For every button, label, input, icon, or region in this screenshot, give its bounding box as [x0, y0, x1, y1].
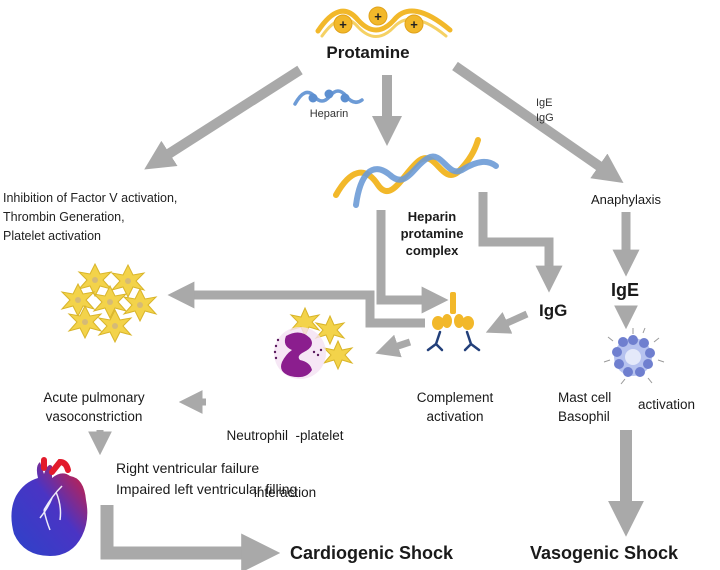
arrow-complement-to-platelets [167, 281, 425, 328]
anaphylaxis-label: Anaphylaxis [590, 192, 662, 207]
heparin-label: Heparin [309, 108, 349, 120]
complex-line-2: protamine [400, 226, 464, 241]
arrow-protamine-to-anaphylaxis [452, 61, 624, 183]
arrow-cardiac-to-cardiogenic-shock [100, 505, 281, 570]
cardiac-effects-label: Right ventricular failure Impaired left … [116, 458, 297, 500]
cardiac-line-2: Impaired left ventricular filling [116, 481, 298, 497]
mast-line-1: Mast cell [558, 390, 612, 405]
complement-activation-label: Complement activation [400, 388, 510, 426]
igg-text: IgG [536, 112, 554, 125]
coag-effect-1: Inhibition of Factor V activation, [3, 191, 178, 205]
coag-effect-3: Platelet activation [3, 229, 101, 243]
arrow-complex-to-complement [376, 210, 449, 314]
igg-label: IgG [539, 301, 568, 320]
cardiac-line-1: Right ventricular failure [116, 460, 260, 476]
pulmonary-line-2: vasoconstriction [45, 409, 143, 424]
pulmonary-line-1: Acute pulmonary [43, 390, 145, 405]
neutrophil-line-2: interaction [253, 485, 317, 500]
ige-text: IgE [536, 97, 553, 109]
protamine-label: Protamine [326, 43, 410, 62]
complex-line-1: Heparin [407, 209, 457, 224]
complement-line-1: Complement [416, 390, 494, 405]
cardiogenic-shock-label: Cardiogenic Shock [290, 543, 454, 563]
vasogenic-shock-label: Vasogenic Shock [530, 543, 679, 563]
arrow-igg-to-complement [485, 310, 529, 334]
pulmonary-vasoconstriction-label: Acute pulmonary vasoconstriction [14, 388, 174, 426]
mast-line-2: Basophil [558, 409, 610, 424]
ige-label: IgE [611, 280, 640, 300]
coagulation-effects-label: Inhibition of Factor V activation, Throm… [3, 189, 177, 246]
arrow-complement-to-neutrophil [375, 334, 412, 358]
neutrophil-line-1: Neutrophil -platelet [226, 428, 344, 443]
complement-line-2: activation [426, 409, 484, 424]
complex-line-3: complex [405, 243, 459, 258]
mast-cell-basophil-label: Mast cell Basophil [558, 388, 611, 426]
ige-igg-label: IgE IgG [536, 97, 554, 125]
arrow-protamine-to-coagulation [144, 65, 303, 170]
complex-label: Heparin protamine complex [390, 208, 474, 259]
coag-effect-2: Thrombin Generation, [3, 210, 125, 224]
neutrophil-platelet-label: Neutrophil -platelet interaction [210, 388, 360, 521]
arrow-complex-to-igg [478, 192, 563, 293]
mast-activation-label: activation [638, 397, 696, 412]
